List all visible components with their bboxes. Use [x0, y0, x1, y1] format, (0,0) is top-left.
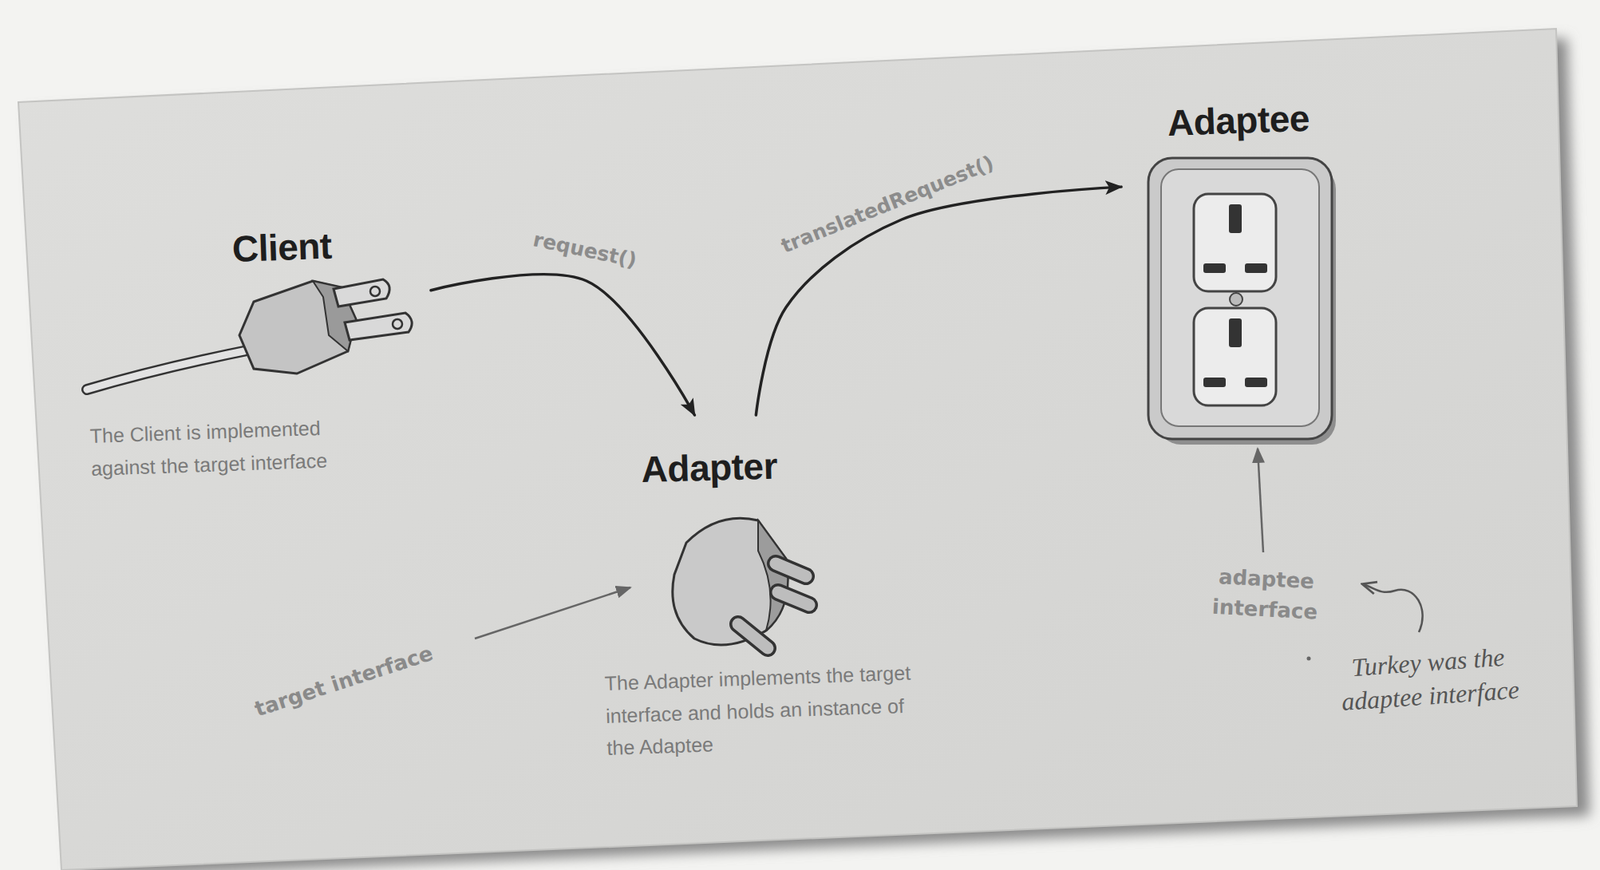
adapter-plug: [672, 517, 810, 648]
hand-dot: [1307, 656, 1312, 661]
prong: [344, 312, 412, 340]
outlet-slot: [1203, 377, 1226, 388]
component-node: AdapterThe Adapter implements the target…: [604, 414, 928, 791]
card: [18, 28, 1577, 870]
pin: [738, 624, 768, 648]
leader-arrow: [474, 587, 631, 639]
uk-socket: [1148, 158, 1336, 445]
outlet: [1193, 193, 1277, 292]
outlet-slot: [1228, 318, 1242, 348]
socket-screw: [1229, 292, 1243, 306]
component-note: The Adapter implements the target interf…: [604, 655, 923, 764]
leader-arrow: [1257, 448, 1264, 553]
cable-outline: [86, 349, 252, 390]
hand-arrow: [1362, 584, 1423, 633]
component-note: The Client is implemented against the ta…: [89, 409, 392, 485]
prong-hole: [392, 319, 403, 329]
prong-hole: [370, 286, 380, 297]
socket-frame: [1148, 158, 1332, 439]
component-title: Adapter: [640, 442, 850, 491]
outlet-slot: [1228, 204, 1242, 234]
socket-plate: [1161, 169, 1320, 427]
component-title: Client: [231, 221, 417, 271]
component-node: ClientThe Client is implemented against …: [79, 231, 431, 499]
pin: [775, 563, 806, 577]
outlet-slot: [1203, 263, 1226, 273]
cable: [86, 349, 252, 390]
interface-label: target interface: [217, 628, 471, 736]
outlet-slot: [1244, 263, 1268, 273]
socket-edge: [1157, 165, 1336, 445]
pin-outline: [738, 624, 768, 648]
outlet-slot: [1244, 377, 1268, 388]
handwritten-note: Turkey was the adaptee interface: [1319, 638, 1539, 720]
call-arrow: [430, 274, 695, 415]
pin: [778, 592, 810, 605]
component-title: Adaptee: [1166, 95, 1344, 145]
component-node: Adaptee: [1121, 103, 1341, 443]
call-arrow: [755, 186, 1122, 415]
pin-outline: [775, 563, 806, 577]
us-plug: [86, 279, 412, 390]
prong: [333, 279, 390, 307]
outlet: [1193, 308, 1277, 406]
pin-outline: [778, 592, 810, 605]
interface-label: adaptee interface: [1194, 560, 1338, 629]
method-call-label: request(): [531, 227, 640, 273]
method-call-label: translatedRequest(): [778, 150, 998, 258]
